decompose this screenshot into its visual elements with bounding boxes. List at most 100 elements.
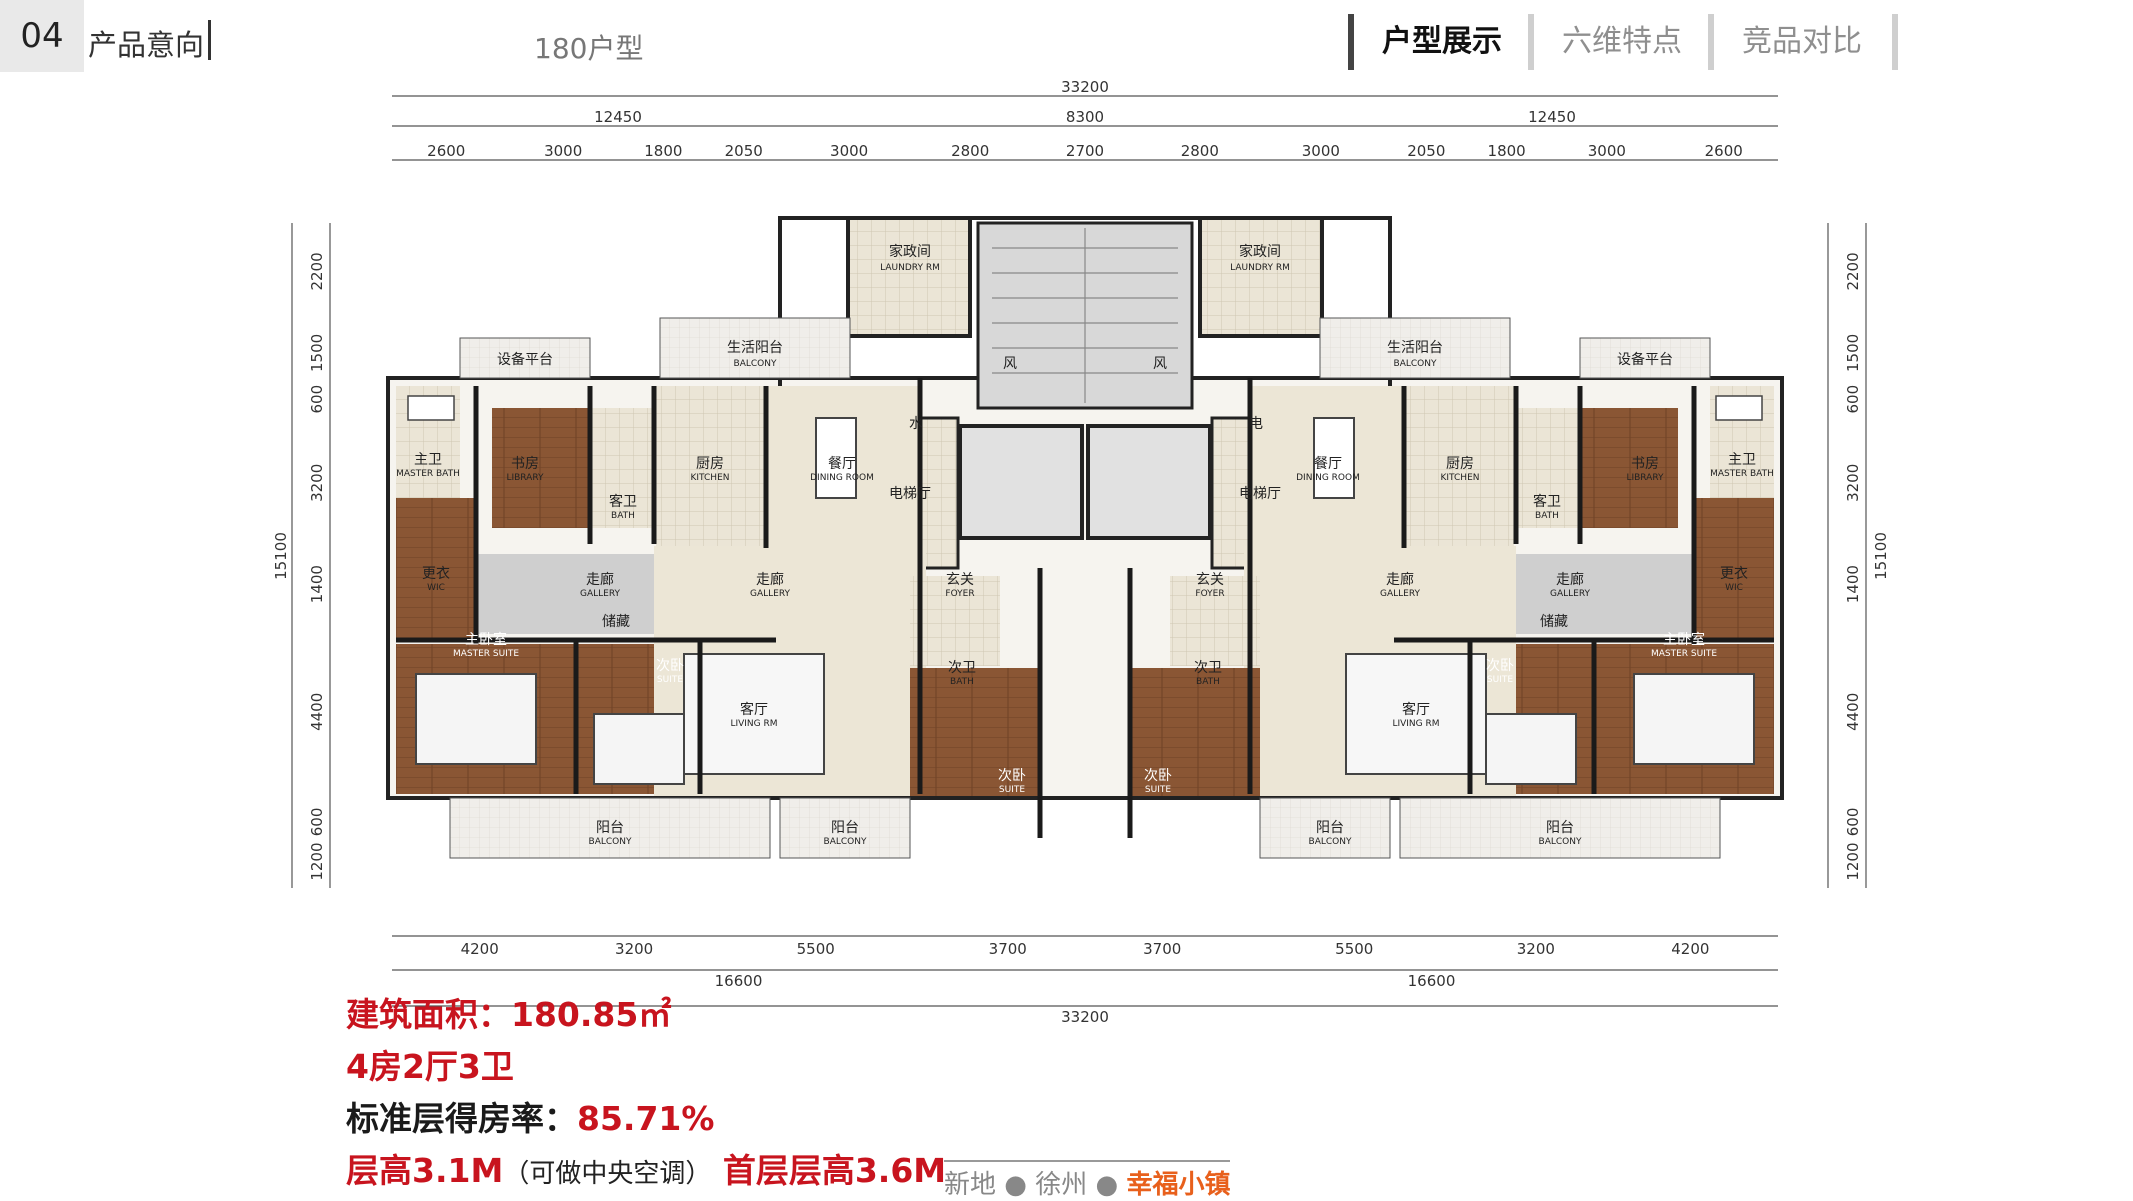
- tab-competitor-compare[interactable]: 竞品对比: [1708, 14, 1898, 70]
- label-dining-en-left: DINING ROOM: [810, 473, 874, 483]
- label-second-bath-en-right: BATH: [1196, 677, 1220, 687]
- label-living-en-right: LIVING RM: [1392, 719, 1439, 729]
- label-master-suite-left: 主卧室: [465, 631, 507, 648]
- label-service-balcony-en-left: BALCONY: [734, 359, 777, 369]
- label-gallery-living-en-left: GALLERY: [750, 589, 791, 599]
- label-second-bath-left: 次卫: [948, 660, 976, 676]
- ratio-line: 标准层得房率：85.71%: [346, 1092, 714, 1140]
- dim-top-detail: 2600: [1705, 142, 1743, 160]
- label-gallery-left: 走廊: [586, 571, 614, 588]
- label-service-balcony-en-right: BALCONY: [1394, 359, 1437, 369]
- label-kitchen-left: 厨房: [696, 456, 724, 472]
- dim-side-total-left: 15100: [272, 532, 290, 580]
- dim-right: 600: [1844, 808, 1862, 837]
- label-second-bath-right: 次卫: [1194, 660, 1222, 676]
- label-gallery-living-right: 走廊: [1386, 571, 1414, 588]
- dim-top-detail: 2050: [725, 142, 763, 160]
- label-laundry-right: 家政间: [1239, 243, 1281, 260]
- label-suite-en-left: SUITE: [657, 675, 683, 685]
- label-master-bath-right: 主卫: [1728, 452, 1756, 468]
- label-balcony-en-1: BALCONY: [589, 837, 632, 847]
- label-second-bath-en-left: BATH: [950, 677, 974, 687]
- floor-height-note: （可做中央空调）: [503, 1159, 712, 1189]
- brand-footer: 新地 ● 徐州 ● 幸福小镇: [944, 1160, 1231, 1201]
- ratio-value: 85.71%: [577, 1099, 715, 1138]
- dim-left: 3200: [308, 464, 326, 502]
- label-equipment-left: 设备平台: [497, 351, 553, 368]
- dim-bottom-detail: 3700: [1143, 940, 1181, 958]
- dim-bottom-total: 33200: [1061, 1008, 1109, 1026]
- area-value: 180.85㎡: [511, 995, 672, 1034]
- label-walkin-en-right: WIC: [1725, 583, 1743, 593]
- section-number-badge: 04: [0, 0, 84, 72]
- label-library-right: 书房: [1631, 456, 1659, 472]
- label-service-balcony-right: 生活阳台: [1387, 340, 1443, 356]
- label-service-balcony-left: 生活阳台: [727, 340, 783, 356]
- label-kitchen-right: 厨房: [1446, 456, 1474, 472]
- label-balcony-1: 阳台: [596, 820, 624, 836]
- label-gallery-right: 走廊: [1556, 571, 1584, 588]
- label-guest-bath-en-left: BATH: [611, 511, 635, 521]
- label-dining-left: 餐厅: [828, 456, 856, 472]
- dim-top-total: 33200: [1061, 78, 1109, 96]
- dim-left: 600: [308, 385, 326, 414]
- label-water-shaft: 水: [909, 416, 923, 432]
- label-air-shaft-right: 风: [1153, 356, 1167, 372]
- dim-bottom-detail: 4200: [1671, 940, 1709, 958]
- label-dining-en-right: DINING ROOM: [1296, 473, 1360, 483]
- label-master-suite-en-left: MASTER SUITE: [453, 649, 519, 659]
- label-foyer-right: 玄关: [1196, 571, 1224, 588]
- dim-side-total-right: 15100: [1872, 532, 1890, 580]
- tab-separator: [1708, 14, 1714, 70]
- label-balcony-en-3: BALCONY: [1309, 837, 1352, 847]
- label-balcony-en-2: BALCONY: [824, 837, 867, 847]
- dim-bottom-detail: 3200: [615, 940, 653, 958]
- dim-right: 2200: [1844, 252, 1862, 290]
- dim-bottom-mid: 16600: [715, 972, 763, 990]
- dim-right: 1500: [1844, 334, 1862, 372]
- section-tabs: 户型展示 六维特点 竞品对比: [1348, 14, 1898, 70]
- left-unit: [396, 317, 1040, 859]
- label-storage-left: 储藏: [602, 614, 630, 630]
- label-master-bath-en-left: MASTER BATH: [396, 469, 460, 479]
- dim-bottom-detail: 3200: [1517, 940, 1555, 958]
- area-line: 建筑面积：180.85㎡: [346, 988, 671, 1036]
- label-guest-bath-en-right: BATH: [1535, 511, 1559, 521]
- label-living-en-left: LIVING RM: [730, 719, 777, 729]
- height-line: 层高3.1M（可做中央空调） 首层层高3.6M: [346, 1144, 946, 1192]
- tab-floor-plan[interactable]: 户型展示: [1348, 14, 1532, 70]
- dim-bottom-detail: 4200: [461, 940, 499, 958]
- dim-top-detail: 1800: [1488, 142, 1526, 160]
- dim-top-detail: 2800: [951, 142, 989, 160]
- dim-left: 4400: [308, 693, 326, 731]
- dim-right: 3200: [1844, 464, 1862, 502]
- label-gallery-en-right: GALLERY: [1550, 589, 1591, 599]
- area-label: 建筑面积：: [346, 995, 511, 1034]
- layout-line: 4房2厅3卫: [346, 1047, 514, 1086]
- dim-top-mid: 12450: [1528, 108, 1576, 126]
- label-equipment-right: 设备平台: [1617, 351, 1673, 368]
- dim-top-detail: 1800: [644, 142, 682, 160]
- tab-separator: [1528, 14, 1534, 70]
- label-library-en-right: LIBRARY: [1626, 473, 1664, 483]
- dim-top-detail: 3000: [544, 142, 582, 160]
- label-suite-core-en-left: SUITE: [999, 785, 1025, 795]
- label-master-suite-right: 主卧室: [1663, 631, 1705, 648]
- dim-bottom-detail: 5500: [1335, 940, 1373, 958]
- dim-top-detail: 2700: [1066, 142, 1104, 160]
- dim-top-detail: 2050: [1407, 142, 1445, 160]
- label-suite-left: 次卧: [656, 658, 684, 674]
- dim-left: 600: [308, 808, 326, 837]
- tab-six-features[interactable]: 六维特点: [1528, 14, 1712, 70]
- label-laundry-en-left: LAUNDRY RM: [880, 263, 940, 273]
- label-balcony-2: 阳台: [831, 820, 859, 836]
- label-suite-core-en-right: SUITE: [1145, 785, 1171, 795]
- dim-bottom-mid: 16600: [1408, 972, 1456, 990]
- label-power-shaft: 电: [1249, 416, 1263, 432]
- dim-top-detail: 2800: [1181, 142, 1219, 160]
- label-foyer-left: 玄关: [946, 571, 974, 588]
- dim-top-detail: 2600: [427, 142, 465, 160]
- label-storage-right: 储藏: [1540, 614, 1568, 630]
- label-master-bath-en-right: MASTER BATH: [1710, 469, 1774, 479]
- brand-highlight: 幸福小镇: [1126, 1170, 1231, 1200]
